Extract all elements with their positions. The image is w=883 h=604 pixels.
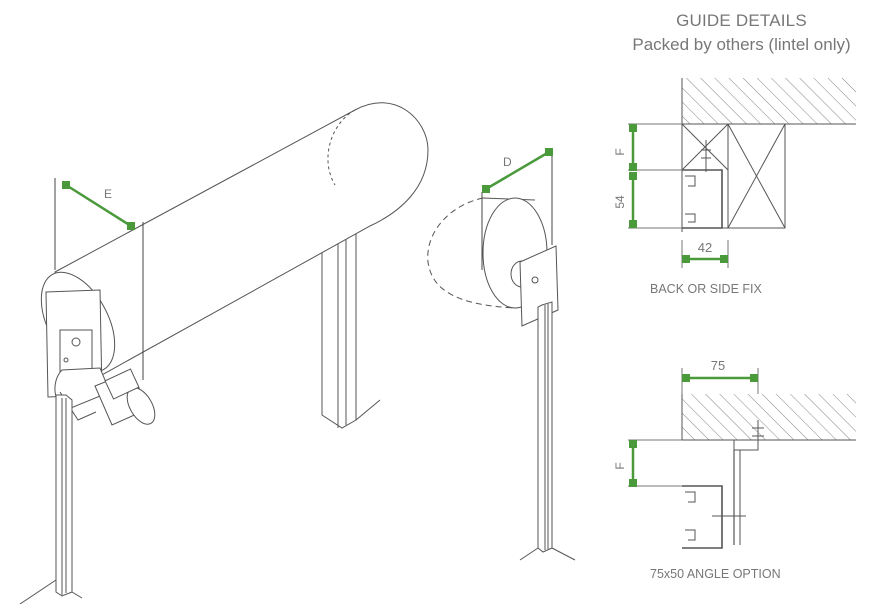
left-guide-rail — [19, 394, 83, 604]
dimension-f-bottom-label: F — [613, 462, 627, 469]
dimension-54-label: 54 — [613, 195, 627, 209]
dimension-f-top: F — [613, 124, 637, 171]
caption-back-or-side-fix: BACK OR SIDE FIX — [650, 282, 762, 296]
dimension-e: E — [62, 181, 135, 230]
guide-channel-top — [682, 169, 723, 229]
left-roller-assembly — [19, 102, 429, 604]
page-subtitle: Packed by others (lintel only) — [632, 35, 851, 54]
detail-angle-option — [628, 368, 856, 549]
packing-box — [681, 123, 786, 229]
lintel-hatch-bottom — [682, 394, 856, 440]
middle-roller-assembly — [427, 152, 576, 561]
page-title: GUIDE DETAILS — [676, 11, 807, 30]
dimension-42-label: 42 — [698, 240, 712, 255]
steel-angle — [733, 440, 759, 451]
dimension-f-bottom: F — [613, 440, 637, 487]
title-block: GUIDE DETAILS Packed by others (lintel o… — [600, 10, 883, 56]
dimension-75: 75 — [682, 358, 758, 382]
dimension-e-label: E — [104, 187, 112, 201]
lintel-hatch-top — [682, 78, 856, 124]
dimension-d-label: D — [503, 155, 512, 169]
dimension-f-top-label: F — [613, 148, 627, 155]
dimension-75-label: 75 — [711, 358, 725, 373]
dimension-54: 54 — [613, 172, 637, 228]
back-support-post — [321, 221, 381, 429]
detail-back-or-side-fix — [628, 78, 856, 268]
middle-guide-rail — [519, 301, 576, 561]
guide-channel-bottom — [682, 485, 723, 549]
dimension-d: D — [482, 148, 553, 193]
caption-angle-option: 75x50 ANGLE OPTION — [650, 567, 781, 581]
dimension-42: 42 — [682, 240, 728, 263]
